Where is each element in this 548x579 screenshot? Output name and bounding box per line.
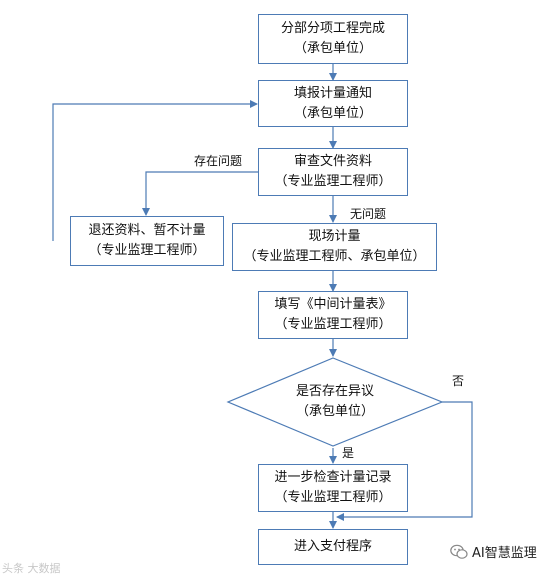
- step-review-documents-role: （专业监理工程师）: [274, 174, 392, 189]
- step-return-documents-title: 退还资料、暂不计量: [88, 223, 206, 238]
- step-work-completed-role: （承包单位）: [293, 41, 372, 56]
- step-review-documents: 审查文件资料 （专业监理工程师）: [258, 148, 408, 196]
- step-further-check-records-title: 进一步检查计量记录: [274, 470, 392, 485]
- arrow-review-to-return: [142, 171, 285, 216]
- wechat-icon: [450, 544, 468, 559]
- step-onsite-measurement: 现场计量 （专业监理工程师、承包单位）: [232, 223, 437, 271]
- step-further-check-records-role: （专业监理工程师）: [274, 490, 392, 505]
- step-fill-interim-measurement-table-role: （专业监理工程师）: [274, 317, 392, 332]
- step-work-completed-title: 分部分项工程完成: [280, 21, 385, 36]
- label-no-issue: 无问题: [350, 207, 387, 221]
- watermark-left: 头条 大数据: [2, 562, 61, 575]
- label-no: 否: [452, 374, 465, 388]
- step-submit-measurement-notice-role: （承包单位）: [293, 105, 372, 121]
- decision-objection-title: 是否存在异议: [295, 384, 374, 399]
- step-fill-interim-measurement-table-title: 填写《中间计量表》: [274, 297, 392, 312]
- arrow-return-to-report: [52, 100, 258, 241]
- step-submit-measurement-notice: 填报计量通知 （承包单位）: [258, 80, 408, 127]
- step-work-completed: 分部分项工程完成 （承包单位）: [258, 14, 408, 64]
- step-further-check-records: 进一步检查计量记录 （专业监理工程师）: [258, 464, 408, 512]
- step-onsite-measurement-role: （专业监理工程师、承包单位）: [243, 249, 426, 264]
- label-has-issue: 存在问题: [194, 154, 243, 168]
- decision-objection-role: （承包单位）: [295, 404, 374, 419]
- step-return-documents: 退还资料、暂不计量 （专业监理工程师）: [70, 216, 224, 266]
- step-submit-measurement-notice-title: 填报计量通知: [293, 85, 372, 101]
- arrow-decision-no-to-payment: [336, 401, 473, 521]
- step-onsite-measurement-title: 现场计量: [308, 229, 361, 244]
- decision-objection: 是否存在异议 （承包单位）: [228, 371, 442, 433]
- step-return-documents-role: （专业监理工程师）: [88, 243, 206, 258]
- step-fill-interim-measurement-table: 填写《中间计量表》 （专业监理工程师）: [258, 291, 408, 339]
- step-enter-payment: 进入支付程序: [258, 529, 408, 565]
- watermark-right-text: AI智慧监理: [472, 546, 537, 561]
- label-yes: 是: [342, 446, 355, 460]
- step-review-documents-title: 审查文件资料: [293, 154, 372, 169]
- watermark-right: AI智慧监理: [450, 542, 537, 561]
- step-enter-payment-title: 进入支付程序: [293, 539, 372, 554]
- decision-diamond: [226, 357, 444, 447]
